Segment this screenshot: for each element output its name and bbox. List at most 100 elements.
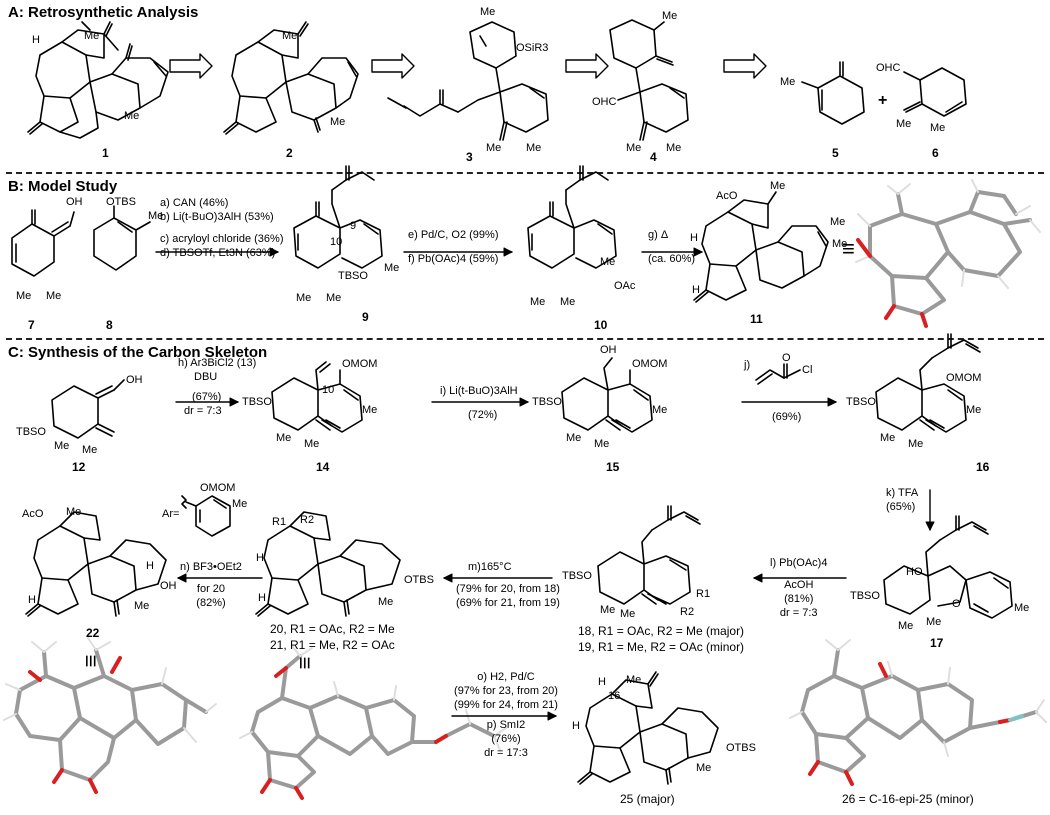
section-c-title: C: Synthesis of the Carbon Skeleton [8, 344, 268, 361]
conditions-o-p: o) H2, Pd/C (97% for 23, from 20) (99% f… [452, 670, 560, 760]
atom-label-me: Me [486, 142, 502, 154]
condition-line: f) Pb(OAc)4 (59%) [408, 253, 499, 265]
plus-sign: + [878, 92, 888, 109]
atom-label-me: Me [362, 404, 378, 416]
atom-label-me: Me [384, 262, 400, 274]
equivalence-symbol: ≡ [78, 654, 104, 668]
condition-line: for 20 [196, 583, 226, 595]
condition-line: o) H2, Pd/C [477, 671, 535, 683]
atom-label-me: Me [600, 604, 616, 616]
compound-label-10: 10 [594, 318, 608, 332]
atom-label-c16: 16 [608, 690, 621, 702]
xray-model-26 [800, 648, 1038, 774]
condition-line: dr = 7:3 [184, 405, 222, 417]
condition-line: (97% for 23, from 20) [454, 685, 558, 697]
condition-line: k) TFA [886, 487, 919, 499]
compound-label-20: 20, R1 = OAc, R2 = Me [270, 622, 395, 636]
condition-line: (65%) [886, 501, 916, 513]
atom-label-otbs: OTBS [404, 574, 434, 586]
condition-line: e) Pd/C, O2 (99%) [408, 229, 499, 241]
atom-label-omom: OMOM [946, 372, 982, 384]
xray-model-20-hydrogens [239, 645, 507, 751]
condition-line: dr = 7:3 [779, 607, 818, 619]
compound-label-3: 3 [466, 150, 473, 164]
atom-label-ohc: OHC [876, 62, 901, 74]
xray-model-11 [868, 190, 1032, 316]
condition-line: n) BF3•OEt2 [180, 561, 242, 573]
atom-label-oh: OH [66, 196, 83, 208]
xray-model-22-oxygens [28, 656, 122, 794]
atom-label-me: Me [566, 432, 582, 444]
structure-16 [875, 333, 981, 433]
condition-line: a) CAN (46%) [160, 197, 229, 209]
atom-label-omom: OMOM [200, 482, 236, 494]
condition-line: (69%) [772, 411, 802, 423]
compound-label-11: 11 [750, 312, 763, 326]
structure-14 [271, 361, 363, 433]
conditions-j: j) (69%) [744, 358, 801, 424]
xray-model-11-oxygens [856, 238, 928, 328]
xray-model-22 [14, 648, 208, 782]
atom-label-c10: 10 [322, 384, 335, 396]
atom-label-me: Me [330, 116, 346, 128]
atom-label-me: Me [276, 432, 292, 444]
compound-label-8: 8 [106, 318, 113, 332]
conditions-a-d: a) CAN (46%) b) Li(t-BuO)3AlH (53%) c) a… [160, 196, 283, 260]
conditions-h: h) Ar3BiCl2 (13) DBU (67%) dr = 7:3 [178, 356, 256, 418]
compound-label-16: 16 [976, 460, 990, 474]
condition-line: (69% for 21, from 19) [456, 597, 560, 609]
condition-line: (99% for 24, from 21) [454, 699, 558, 711]
structure-7 [11, 209, 75, 277]
structure-6 [903, 67, 967, 117]
xray-model-26-silicon [1008, 714, 1024, 722]
compound-label-6: 6 [932, 146, 939, 160]
divider-a-b [6, 172, 1044, 174]
atom-label-tbso: TBSO [16, 426, 46, 438]
conditions-k: k) TFA (65%) [886, 486, 918, 514]
atom-label-me: Me [134, 600, 150, 612]
conditions-l: l) Pb(OAc)4 AcOH (81%) dr = 7:3 [770, 556, 827, 620]
atom-label-me: Me [16, 290, 32, 302]
atom-label-ar: Ar= [162, 508, 180, 520]
equivalence-symbol: ≡ [842, 236, 855, 261]
atom-label-me: Me [898, 620, 914, 632]
condition-line: l) Pb(OAc)4 [770, 557, 828, 569]
atom-label-h: H [690, 232, 698, 244]
atom-label-me: Me [124, 110, 140, 122]
structure-22 [25, 511, 167, 617]
atom-label-tbso: TBSO [562, 570, 592, 582]
condition-line: c) acryloyl chloride (36%) [160, 233, 284, 245]
atom-label-me: Me [54, 440, 70, 452]
atom-label-me: Me [282, 30, 298, 42]
condition-line: (81%) [784, 593, 814, 605]
xray-model-20-oxygens [260, 666, 448, 800]
atom-label-me: Me [84, 30, 100, 42]
acryloyl-chloride [755, 363, 801, 385]
atom-label-r2: R2 [680, 606, 695, 618]
compound-label-15: 15 [606, 460, 620, 474]
aryl-group-drawing [181, 495, 231, 537]
atom-label-h: H [146, 560, 154, 572]
conditions-n: n) BF3•OEt2 for 20 (82%) [180, 560, 242, 610]
equivalence-symbol: ≡ [292, 656, 318, 670]
atom-label-me: Me [696, 762, 712, 774]
compound-label-21: 21, R1 = Me, R2 = OAc [270, 638, 395, 652]
atom-label-me: Me [626, 674, 642, 686]
structure-15 [561, 357, 653, 433]
atom-label-me: Me [832, 238, 848, 250]
atom-label-tbso: TBSO [850, 590, 880, 602]
atom-label-otbs: OTBS [726, 742, 756, 754]
structure-4 [609, 19, 689, 141]
atom-label-oac: OAc [614, 280, 636, 292]
structure-11 [693, 191, 829, 303]
atom-label-aco: AcO [716, 190, 738, 202]
atom-label-tbso: TBSO [846, 396, 876, 408]
atom-label-me: Me [830, 216, 846, 228]
structure-9 [293, 165, 383, 269]
retro-arrows [169, 53, 767, 79]
condition-line: (67%) [192, 391, 222, 403]
atom-label-me: Me [46, 290, 62, 302]
structure-2 [223, 21, 359, 135]
atom-label-h: H [598, 676, 606, 688]
condition-line: j) [744, 359, 751, 371]
